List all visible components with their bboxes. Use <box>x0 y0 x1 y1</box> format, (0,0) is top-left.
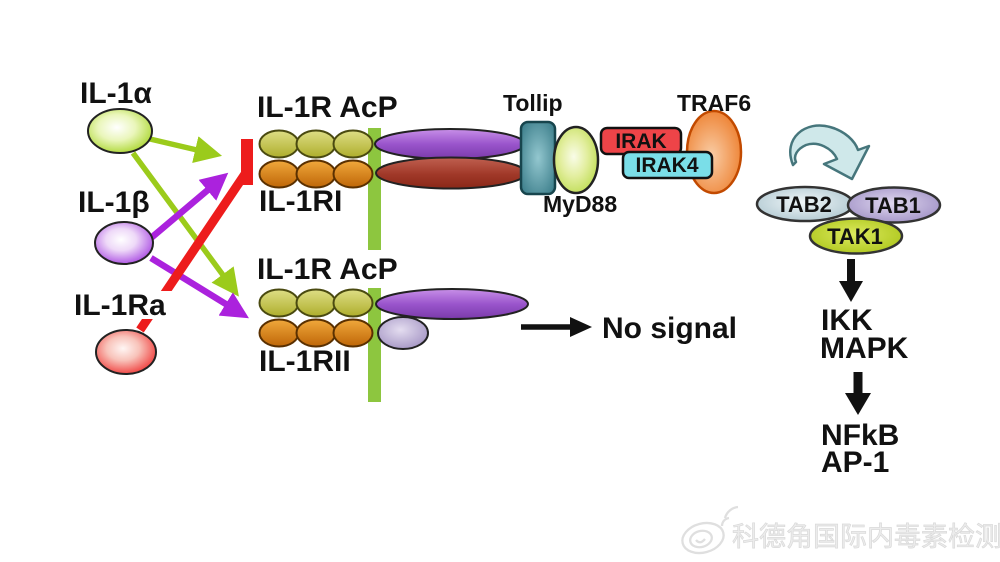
irak4-label: IRAK4 <box>635 154 698 177</box>
ikk-label: IKK <box>821 304 873 337</box>
inhibitor-blunt-bar <box>241 139 253 185</box>
arrow-il1a-to-il1ri <box>149 136 223 163</box>
il1ri-ecto-domain <box>332 159 374 189</box>
tab2-label: TAB2 <box>776 192 832 217</box>
membrane-bar-bottom <box>368 288 381 402</box>
il1rii-ecto-domain <box>295 318 337 348</box>
il1-beta-ligand <box>94 221 154 265</box>
no-signal-arrowhead <box>570 317 592 337</box>
nfkb-label: NFkB <box>821 419 899 452</box>
tak1-label: TAK1 <box>827 224 883 249</box>
arrow-kinases-to-tf-head <box>845 393 871 415</box>
il1ra-label-backdrop <box>70 291 172 319</box>
ap1-label: AP-1 <box>821 446 889 479</box>
il1rii-label: IL-1RII <box>259 345 351 378</box>
acp-ecto-domain <box>295 288 337 318</box>
il1ri-intracellular-domain <box>375 156 527 190</box>
mapk-label: MAPK <box>820 332 909 365</box>
irak-label: IRAK <box>615 130 666 153</box>
il1ri-ecto-domain <box>295 159 337 189</box>
acp-ecto-domain <box>258 288 300 318</box>
il1ri-label: IL-1RI <box>259 185 342 218</box>
acp-ecto-domain <box>332 129 374 159</box>
acp-ecto-domain <box>332 288 374 318</box>
tollip-label: Tollip <box>503 90 563 116</box>
tollip-protein <box>519 120 557 196</box>
myd88-protein <box>552 125 600 195</box>
curved-arrow <box>789 124 871 181</box>
il1rii-ecto-domain <box>258 318 300 348</box>
arrow-il1a-to-il1rii <box>130 151 239 297</box>
il1-ra-label: IL-1Ra <box>74 289 166 322</box>
il1-ra-ligand <box>95 329 157 375</box>
tab1-label: TAB1 <box>865 193 921 218</box>
acp-intracellular-domain-bottom <box>375 288 529 320</box>
membrane-bar-top <box>368 128 381 250</box>
arrow-tak1-to-kinases-head <box>839 281 863 302</box>
arrow-il1b-to-il1ri <box>148 172 229 241</box>
acp-ecto-domain <box>295 129 337 159</box>
arrow-il1b-to-il1rii <box>149 255 249 319</box>
il1ri-ecto-domain <box>258 159 300 189</box>
il1rii-short-tail <box>377 316 429 350</box>
il1rii-ecto-domain <box>332 318 374 348</box>
watermark-logo-icon <box>681 505 739 555</box>
traf6-label: TRAF6 <box>677 90 751 116</box>
irak4-protein <box>621 150 714 180</box>
il1-alpha-ligand <box>87 108 153 154</box>
tab1-protein <box>846 186 942 224</box>
watermark-text: 科德角国际内毒素检测 <box>732 522 1000 552</box>
acp-ecto-domain <box>258 129 300 159</box>
no-signal-label: No signal <box>602 312 737 345</box>
myd88-label: MyD88 <box>543 191 617 217</box>
il1-alpha-label: IL-1α <box>80 77 152 110</box>
il1-beta-label: IL-1β <box>78 186 150 219</box>
acp-label-bottom: IL-1R AcP <box>257 253 398 286</box>
acp-label-top: IL-1R AcP <box>257 91 398 124</box>
acp-intracellular-domain-top <box>374 128 526 160</box>
tak1-protein <box>808 217 904 255</box>
